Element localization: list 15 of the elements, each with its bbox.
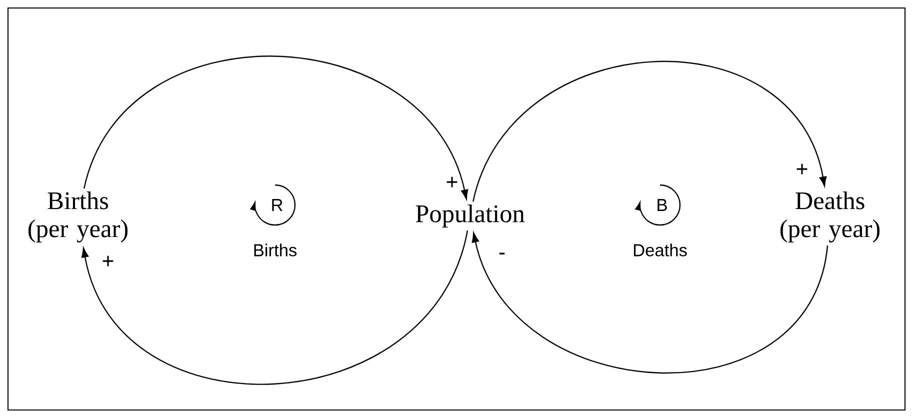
polarity-sign: + [444, 176, 460, 190]
loop-name: Births [254, 244, 297, 256]
arrow [472, 232, 828, 374]
polarity-sign: + [100, 254, 116, 270]
variable-label: Population [416, 204, 525, 228]
polarity-sign: + [794, 162, 810, 178]
variable-label: Deaths (per year) [780, 192, 880, 243]
polarity-sign: - [497, 251, 507, 261]
loop-letter: R [272, 199, 282, 211]
loop-name: Deaths [634, 244, 687, 256]
arrow [472, 61, 827, 202]
arrow [81, 230, 468, 384]
arrow [83, 56, 468, 200]
variable-label: Births (per year) [28, 192, 128, 243]
loop-letter: B [658, 199, 667, 211]
